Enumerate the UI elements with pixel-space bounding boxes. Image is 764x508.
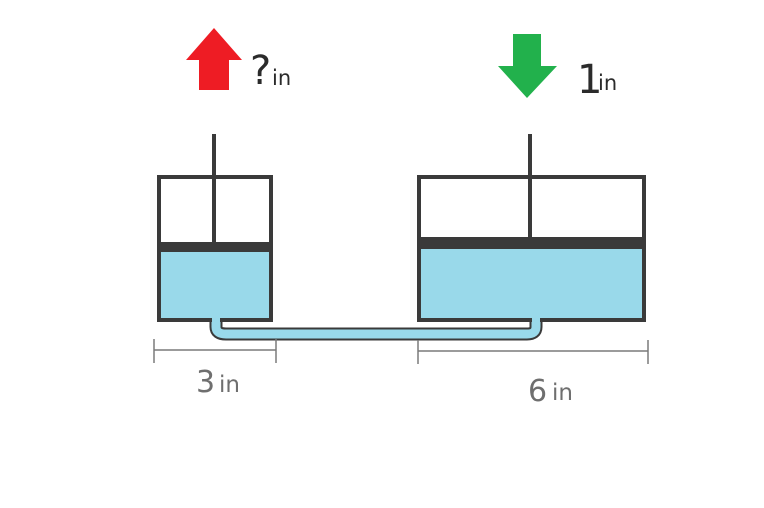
small-width-label: 3 (196, 365, 215, 400)
large-width-unit: in (552, 380, 573, 406)
large-width-label: 6 (528, 374, 547, 409)
small-tube-opening (212, 317, 220, 323)
arrow-down-icon (498, 34, 557, 98)
small-width-unit: in (219, 372, 240, 398)
small-piston-plate (159, 242, 271, 252)
arrow-up-icon (186, 28, 242, 90)
large-width-dimension (417, 340, 649, 364)
large-cylinder-wall (417, 175, 646, 322)
large-cylinder-fluid (419, 245, 644, 320)
large-tube-opening (532, 317, 540, 323)
connecting-tube-fluid (211, 318, 541, 339)
large-piston-displacement-label: 1 (577, 57, 602, 103)
small-cylinder (157, 134, 273, 322)
large-cylinder (417, 134, 646, 322)
small-piston-displacement-label: ? (250, 48, 271, 94)
large-piston-displacement-unit: in (598, 71, 617, 95)
small-width-dimension (153, 339, 277, 363)
large-piston-plate (419, 237, 644, 249)
small-piston-displacement-unit: in (272, 66, 291, 90)
small-cylinder-fluid (159, 250, 271, 320)
